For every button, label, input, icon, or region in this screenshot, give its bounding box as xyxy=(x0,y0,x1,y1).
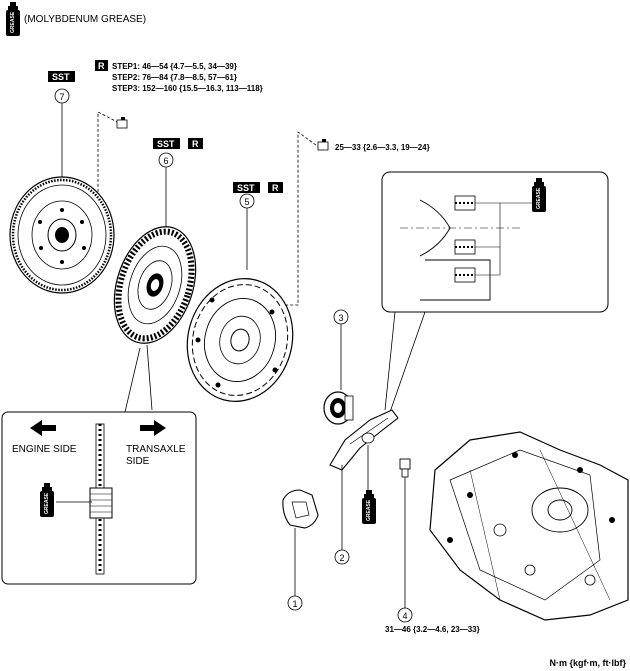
grease-can-icon: GREASE xyxy=(6,2,20,36)
arrow-left-icon xyxy=(30,420,56,436)
engine-side-label: ENGINE SIDE xyxy=(12,444,77,455)
callout-6: 6 xyxy=(158,152,174,168)
sst-badge-6: SST xyxy=(153,138,180,149)
svg-text:SST: SST xyxy=(237,183,255,193)
callout-4: 4 xyxy=(397,607,413,623)
svg-text:SST: SST xyxy=(52,72,70,82)
svg-text:R: R xyxy=(272,183,279,193)
svg-text:6: 6 xyxy=(163,156,168,166)
flywheel xyxy=(9,176,115,294)
svg-text:SST: SST xyxy=(157,139,175,149)
svg-text:R: R xyxy=(192,139,199,149)
svg-text:GREASE: GREASE xyxy=(44,492,50,514)
sst-badge-5: SST xyxy=(233,182,260,193)
arrow-right-icon xyxy=(140,420,166,436)
callout-2: 2 xyxy=(334,549,350,565)
r-badge-6: R xyxy=(188,138,203,149)
grease-legend-label: (MOLYBDENUM GREASE) xyxy=(24,14,146,25)
grease-legend: GREASE (MOLYBDENUM GREASE) xyxy=(6,2,146,36)
boot xyxy=(282,489,319,529)
grease-can-label: GREASE xyxy=(10,11,16,33)
r-badge-text: R xyxy=(98,61,105,71)
clutch-cover xyxy=(186,278,294,402)
r-badge-5: R xyxy=(268,182,283,193)
svg-text:7: 7 xyxy=(59,92,64,102)
svg-text:3: 3 xyxy=(338,313,343,323)
bearing-detail-box: GREASE xyxy=(381,171,609,313)
flywheel-torque-spec: R STEP1: 46—54 {4.7—5.5, 34—39} STEP2: 7… xyxy=(95,60,263,93)
svg-text:5: 5 xyxy=(244,197,249,207)
transaxle-side-label-2: SIDE xyxy=(126,456,150,467)
svg-text:4: 4 xyxy=(402,611,407,621)
sst-badge-7: SST xyxy=(48,71,75,82)
callout-1: 1 xyxy=(287,595,303,611)
svg-text:2: 2 xyxy=(339,553,344,563)
svg-text:GREASE: GREASE xyxy=(366,499,372,521)
r-badge xyxy=(95,60,108,71)
release-fork xyxy=(329,409,399,471)
transaxle-housing xyxy=(429,431,629,621)
transaxle-side-label-1: TRANSAXLE xyxy=(126,444,186,455)
svg-text:1: 1 xyxy=(292,599,297,609)
torque-step1: STEP1: 46—54 {4.7—5.5, 34—39} xyxy=(112,62,237,71)
torque-pivot-bolt: 31—46 {3.2—4.6, 23—33} xyxy=(385,625,480,634)
flywheel-bolt xyxy=(116,117,128,129)
units-note: N·m {kgf·m, ft·lbf} xyxy=(550,658,627,668)
torque-clutch-cover: 25—33 {2.6—3.3, 19—24} xyxy=(335,143,430,152)
svg-text:GREASE: GREASE xyxy=(536,187,542,209)
clutch-disc xyxy=(113,226,197,344)
grease-can-icon: GREASE xyxy=(40,483,54,517)
torque-step3: STEP3: 152—160 {15.5—16.3, 113—118} xyxy=(112,84,263,93)
disc-orientation-detail: ENGINE SIDE TRANSAXLE SIDE GREASE xyxy=(1,411,197,585)
torque-step2: STEP2: 76—84 {7.8—8.5, 57—61} xyxy=(112,73,237,82)
callout-7: 7 xyxy=(54,88,70,104)
grease-can-icon: GREASE xyxy=(532,178,546,212)
pivot-bolt xyxy=(399,458,411,478)
clutch-cover-bolt xyxy=(317,139,329,151)
grease-can-icon: GREASE xyxy=(362,490,376,524)
callout-5: 5 xyxy=(239,193,255,209)
release-bearing xyxy=(323,391,354,425)
callout-3: 3 xyxy=(333,309,349,325)
